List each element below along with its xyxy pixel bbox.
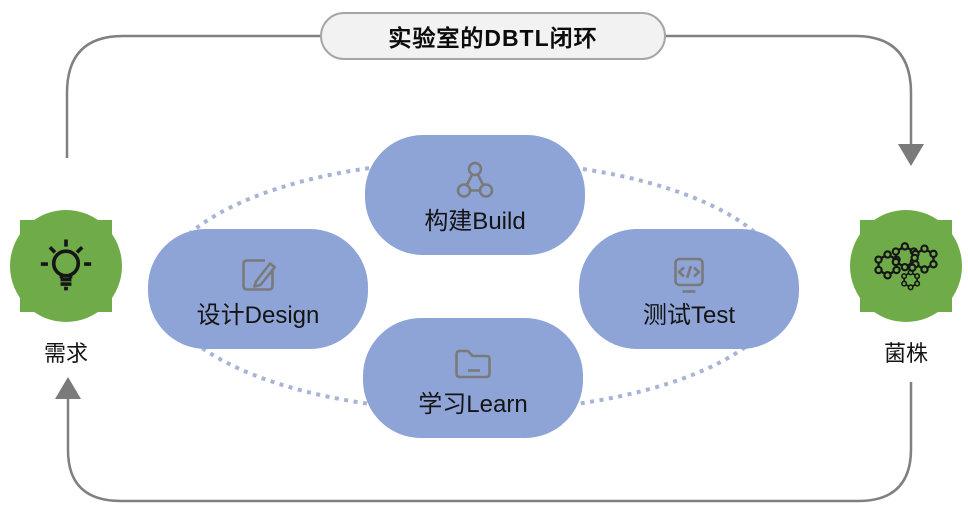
endpoint-strain-label: 菌株 <box>883 341 928 366</box>
stage-design: 设计Design <box>148 229 368 349</box>
endpoint-strain: 菌株 <box>850 210 962 366</box>
badge-circle <box>10 210 122 322</box>
code-monitor-icon <box>674 257 704 293</box>
loop-segment-top-left <box>65 34 321 158</box>
diagram-title: 实验室的DBTL闭环 <box>320 12 666 60</box>
edit-pencil-icon <box>242 258 276 291</box>
endpoint-demand-label: 需求 <box>43 341 88 366</box>
molecule-network-icon <box>874 242 938 291</box>
endpoint-demand: 需求 <box>10 210 122 366</box>
linked-nodes-icon <box>456 161 494 198</box>
stage-learn: 学习Learn <box>363 318 583 438</box>
arrow-down-icon <box>898 144 924 166</box>
loop-segment-top-right <box>665 34 913 146</box>
loop-segment-bottom <box>66 382 913 503</box>
stage-learn-label: 学习Learn <box>418 390 528 418</box>
stage-test: 测试Test <box>579 229 799 349</box>
folder-icon <box>455 349 491 379</box>
lightbulb-icon <box>40 239 92 291</box>
stage-design-label: 设计Design <box>196 301 320 329</box>
stage-build: 构建Build <box>365 135 585 255</box>
stage-build-label: 构建Build <box>424 207 526 235</box>
stage-test-label: 测试Test <box>642 301 735 329</box>
arrow-up-icon <box>55 377 81 399</box>
